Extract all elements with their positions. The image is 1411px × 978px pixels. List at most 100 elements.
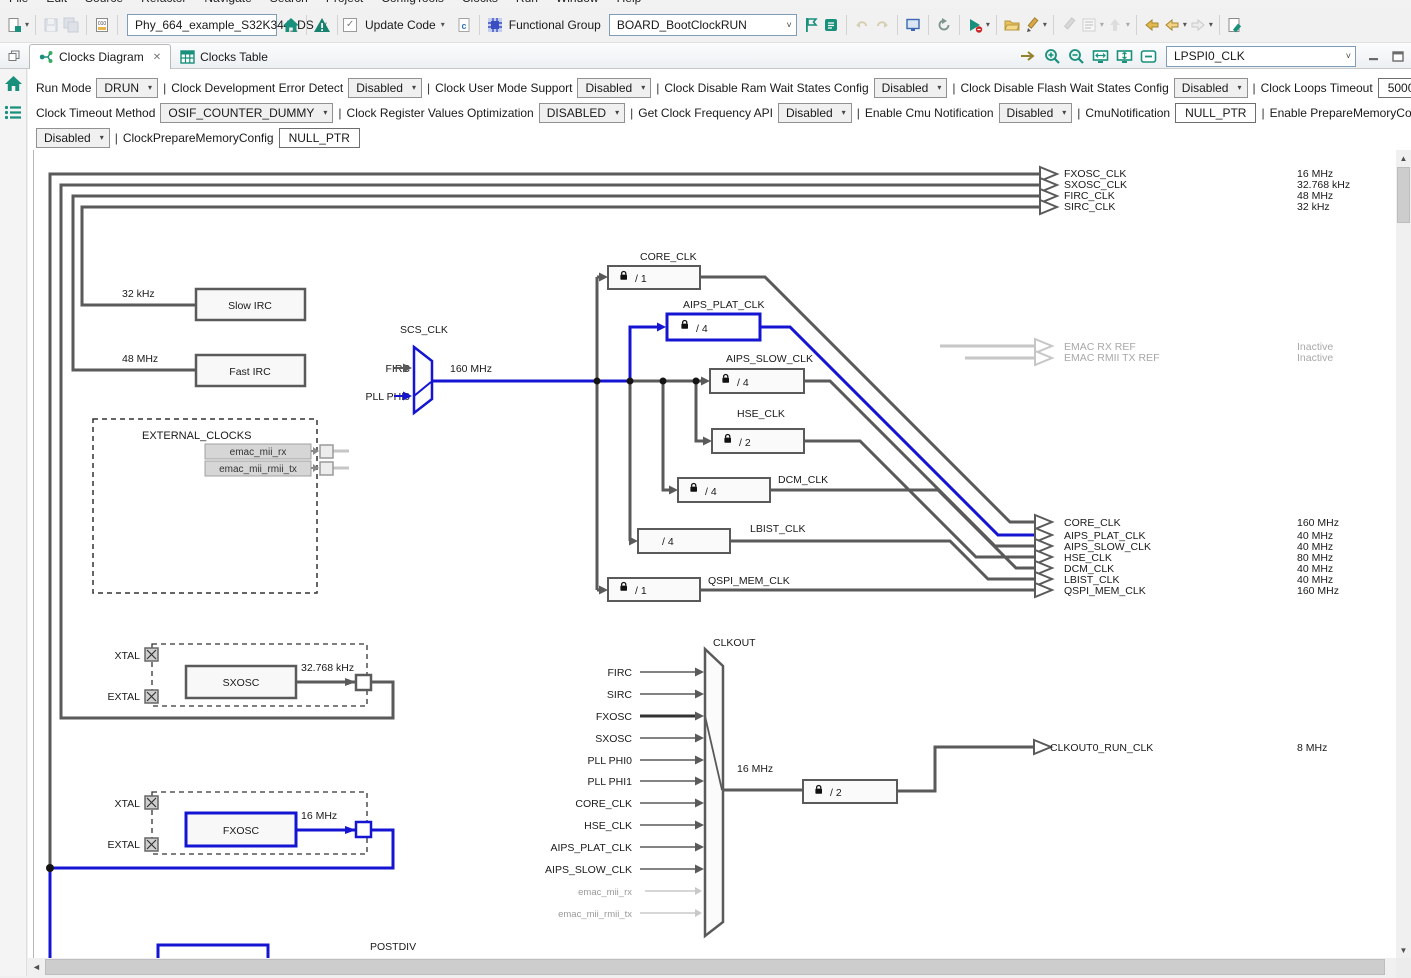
back-to-edit-button[interactable] [1142,14,1162,36]
restore-view-icon[interactable] [0,43,28,69]
fit-page-icon[interactable] [1114,45,1134,67]
tab-clocks-diagram[interactable]: Clocks Diagram ✕ [29,44,171,69]
overview-home-icon[interactable] [4,75,23,97]
flash-wait-combo[interactable]: Disabled▾ [1174,78,1248,98]
zoom-out-icon[interactable] [1066,45,1086,67]
reg-opt-combo[interactable]: DISABLED▾ [539,103,625,123]
user-mode-combo[interactable]: Disabled▾ [577,78,651,98]
back-button[interactable] [1162,14,1182,36]
horizontal-scroll-thumb[interactable] [45,959,1385,975]
toolbar-separator [86,15,87,35]
sxosc-extal-pin[interactable] [145,690,158,703]
svg-text:EMAC RMII TX REF: EMAC RMII TX REF [1064,352,1159,364]
notes-button[interactable] [821,14,841,36]
project-combo[interactable]: Phy_664_example_S32K344_DS˅ [127,14,277,36]
run-dropdown-icon[interactable]: ▾ [986,20,990,29]
zoom-in-icon[interactable] [1042,45,1062,67]
menu-source[interactable]: Source [76,0,132,5]
fxosc-xtal-pin[interactable] [145,796,158,809]
tab-label: Clocks Table [200,50,268,64]
menu-window[interactable]: Window [547,0,608,5]
close-icon[interactable]: ✕ [153,52,161,63]
menu-clocks[interactable]: Clocks [453,0,507,5]
highlight-dropdown-icon[interactable]: ▾ [1043,20,1047,29]
link-editor-button[interactable] [1225,14,1245,36]
minimize-view-icon[interactable] [1364,45,1384,67]
scroll-down-icon[interactable]: ▼ [1396,942,1411,958]
new-wizard-button[interactable] [4,14,24,36]
scroll-left-icon[interactable]: ◄ [28,958,45,976]
main-clock-outputs: CORE_CLK AIPS_PLAT_CLK AIPS_SLOW_CLK HSE… [1035,515,1339,597]
go-to-selected-icon[interactable] [1018,45,1038,67]
highlight-button[interactable] [1022,14,1042,36]
update-code-dropdown-icon[interactable]: ▾ [441,20,445,29]
toolbar-separator [1136,15,1137,35]
ram-wait-combo[interactable]: Disabled▾ [874,78,948,98]
fxosc-extal-pin[interactable] [145,838,158,851]
forward-button [1188,14,1208,36]
cmu-notif-en-combo[interactable]: Disabled▾ [999,103,1073,123]
timeout-method-combo[interactable]: OSIF_COUNTER_DUMMY▾ [160,103,333,123]
generate-code-button[interactable]: 010 [92,14,112,36]
menu-project[interactable]: Project [317,0,372,5]
peripherals-chip-icon[interactable] [485,14,505,36]
toolbar-separator [1219,15,1220,35]
cmu-notif-input[interactable]: NULL_PTR [1175,103,1256,123]
scroll-up-icon[interactable]: ▲ [1396,150,1411,166]
postdiv-block[interactable] [158,945,268,958]
menu-search[interactable]: Search [261,0,317,5]
core-clk-label: CORE_CLK [640,251,697,263]
clocks-diagram-canvas[interactable]: FXOSC_CLK SXOSC_CLK FIRC_CLK SIRC_CLK 16… [28,150,1396,958]
warning-button[interactable] [312,14,332,36]
back-dropdown-icon[interactable]: ▾ [1183,20,1187,29]
svg-text:HSE_CLK: HSE_CLK [584,820,632,832]
menu-file[interactable]: File [0,0,37,5]
arrowhead-icon [599,586,608,595]
menu-navigate[interactable]: Navigate [195,0,260,5]
freq-api-combo[interactable]: Disabled▾ [778,103,852,123]
clock-selector-combo[interactable]: LPSPI0_CLK˅ [1166,46,1356,67]
sxosc-out-connector[interactable] [356,675,371,690]
dev-error-combo[interactable]: Disabled▾ [348,78,422,98]
scs-clk-mux[interactable] [414,347,432,413]
menu-run[interactable]: Run [507,0,547,5]
vertical-scroll-thumb[interactable] [1397,167,1410,223]
home-button[interactable] [281,14,301,36]
emac-rx-connector[interactable] [320,445,333,458]
top-clock-outputs: FXOSC_CLK SXOSC_CLK FIRC_CLK SIRC_CLK 16… [1040,167,1350,214]
open-folder-button[interactable] [1002,14,1022,36]
maximize-view-icon[interactable] [1388,45,1408,67]
flag-button[interactable] [801,14,821,36]
refresh-button[interactable] [934,14,954,36]
update-code-label[interactable]: Update Code [365,18,436,32]
new-wizard-dropdown-icon[interactable]: ▾ [25,20,29,29]
sxosc-freq: 32.768 kHz [301,662,354,674]
run-button[interactable] [965,14,985,36]
aips-plat-clk-divider[interactable] [667,314,760,340]
horizontal-scrollbar[interactable]: ◄ [28,958,1396,976]
functional-group-combo[interactable]: BOARD_BootClockRUN˅ [609,14,797,36]
menu-edit[interactable]: Edit [37,0,76,5]
menu-configtools[interactable]: ConfigTools [372,0,453,5]
prepare-mem-combo[interactable]: Disabled▾ [36,128,110,148]
c-file-button[interactable]: c [454,14,474,36]
clkout-mux[interactable] [705,649,723,936]
loops-timeout-input[interactable]: 50000 [1378,78,1411,98]
tab-clocks-table[interactable]: Clocks Table [171,44,277,69]
components-list-icon[interactable] [4,105,22,125]
run-mode-combo[interactable]: DRUN▾ [96,78,158,98]
fxosc-out-connector[interactable] [356,822,371,837]
update-code-checkbox[interactable]: ✓ [343,18,357,32]
console-button[interactable] [903,14,923,36]
emac-tx-connector[interactable] [320,462,333,475]
vertical-scrollbar[interactable]: ▲ ▼ [1396,150,1411,958]
menu-refactor[interactable]: Refactor [132,0,195,5]
flash-wait-label: Clock Disable Flash Wait States Config [960,81,1168,95]
forward-dropdown-icon[interactable]: ▾ [1209,20,1213,29]
fit-width-icon[interactable] [1090,45,1110,67]
menu-help[interactable]: Help [608,0,651,5]
lbist-clk-divider[interactable] [638,529,730,553]
clock-prepare-input[interactable]: NULL_PTR [279,128,360,148]
collapse-icon[interactable] [1138,45,1158,67]
sxosc-xtal-pin[interactable] [145,648,158,661]
